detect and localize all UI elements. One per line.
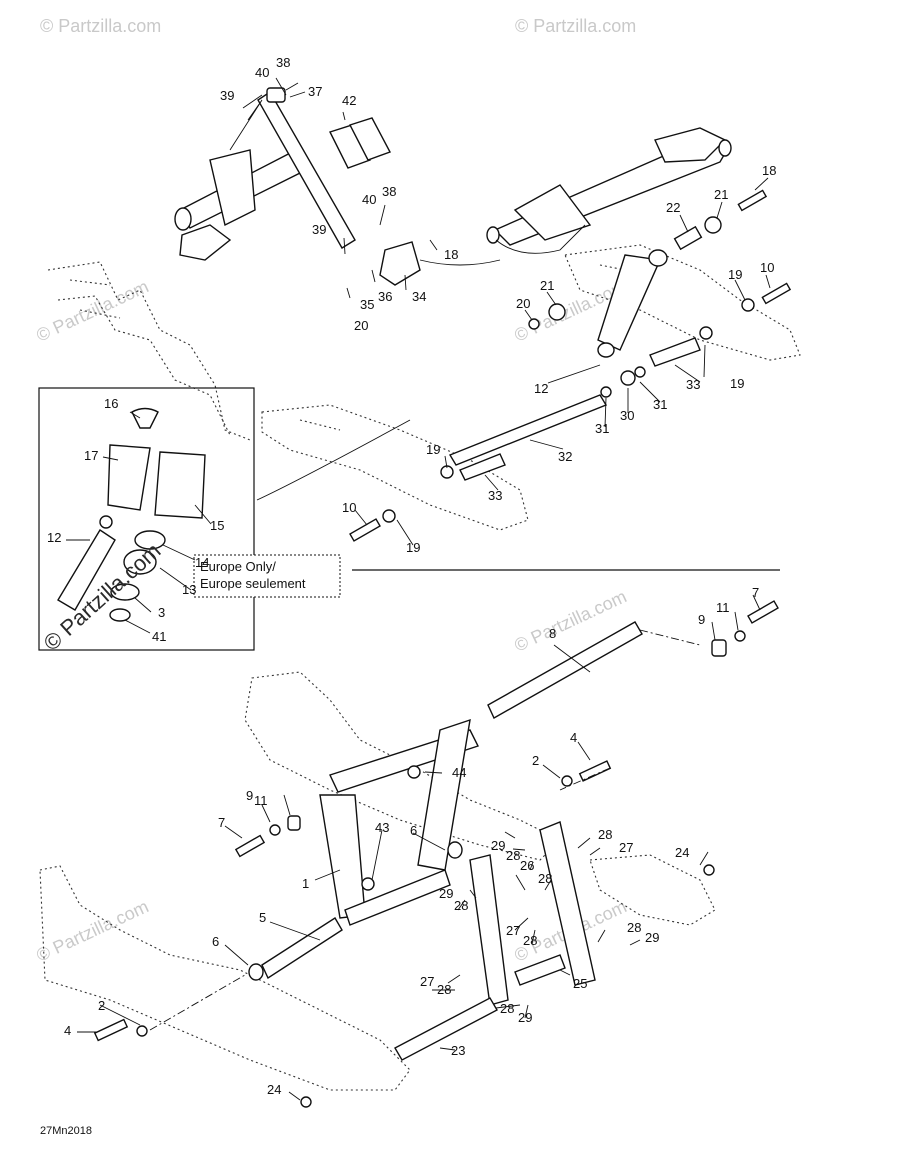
watermark-top-left: © Partzilla.com: [40, 16, 161, 36]
callout-20-left: 20: [354, 318, 368, 333]
callout-43: 43: [375, 820, 389, 835]
callout-16: 16: [104, 396, 118, 411]
callout-22: 22: [666, 200, 680, 215]
callout-1: 1: [302, 876, 309, 891]
callout-6-mid: 6: [410, 823, 417, 838]
lower-assembly: [93, 600, 779, 1108]
callout-28-h: 28: [500, 1001, 514, 1016]
callout-7-right: 7: [752, 585, 759, 600]
callout-18-mid: 18: [444, 247, 458, 262]
callout-29-d: 29: [518, 1010, 532, 1025]
callout-39-mid: 39: [312, 222, 326, 237]
callout-10-mid: 10: [342, 500, 356, 515]
callout-11-right: 11: [716, 600, 730, 615]
callout-19-mid: 19: [426, 442, 440, 457]
watermark-top-right: © Partzilla.com: [515, 16, 636, 36]
callout-30: 30: [620, 408, 634, 423]
callout-34: 34: [412, 289, 426, 304]
upper-frame: [47, 244, 801, 531]
callout-32: 32: [558, 449, 572, 464]
callout-24-right: 24: [675, 845, 689, 860]
callout-28-f: 28: [627, 920, 641, 935]
callout-28-c: 28: [538, 871, 552, 886]
lower-frame: [39, 671, 716, 1091]
callout-11-left: 11: [254, 793, 268, 808]
leader-lines: [66, 77, 771, 1101]
callout-5: 5: [259, 910, 266, 925]
front-arm-assembly: [174, 87, 356, 261]
callout-17: 17: [84, 448, 98, 463]
callout-9-right: 9: [698, 612, 705, 627]
rear-arm-assembly: [486, 127, 732, 246]
callout-23: 23: [451, 1043, 465, 1058]
callout-3: 3: [158, 605, 165, 620]
callout-19-low: 19: [406, 540, 420, 555]
callout-12-top: 12: [534, 381, 548, 396]
callout-9-left: 9: [246, 788, 253, 803]
callout-41: 41: [152, 629, 166, 644]
callout-36: 36: [378, 289, 392, 304]
sleeves-42: [329, 117, 391, 169]
inset-box: Europe Only/ Europe seulement © Partzill…: [38, 387, 341, 656]
callout-37: 37: [308, 84, 322, 99]
callout-28-g: 28: [437, 982, 451, 997]
callout-15: 15: [210, 518, 224, 533]
callout-29-a: 29: [491, 838, 505, 853]
callout-19-right: 19: [730, 376, 744, 391]
upper-right-hardware: [528, 189, 792, 330]
callout-18-right: 18: [762, 163, 776, 178]
callout-labels: 38 40 39 37 42 38 40 39 18 35 36 34 20 1…: [47, 55, 776, 1097]
callout-27-b: 27: [506, 923, 520, 938]
callout-20-right: 20: [516, 296, 530, 311]
callout-33-top: 33: [686, 377, 700, 392]
callout-35: 35: [360, 297, 374, 312]
callout-27-a: 27: [619, 840, 633, 855]
callout-21-top: 21: [714, 187, 728, 202]
callout-31-left: 31: [595, 421, 609, 436]
callout-38-mid: 38: [382, 184, 396, 199]
figure-code: 27Mn2018: [40, 1125, 92, 1137]
inset-note-line1: Europe Only/: [200, 559, 276, 574]
callout-6-left: 6: [212, 934, 219, 949]
callout-13: 13: [182, 582, 196, 597]
callout-40-mid: 40: [362, 192, 376, 207]
callout-10-top: 10: [760, 260, 774, 275]
rear-shock: [597, 249, 668, 358]
bracket-34: [379, 241, 421, 286]
callout-19-top: 19: [728, 267, 742, 282]
callout-24-left: 24: [267, 1082, 281, 1097]
watermark-bottom-left: © Partzilla.com: [33, 896, 151, 965]
callout-2-left: 2: [98, 998, 105, 1013]
callout-33-mid: 33: [488, 488, 502, 503]
callout-26: 26: [520, 858, 534, 873]
callout-12-inset: 12: [47, 530, 61, 545]
callout-29-c: 29: [645, 930, 659, 945]
callout-28-e: 28: [523, 933, 537, 948]
callout-4-left: 4: [64, 1023, 71, 1038]
callout-42: 42: [342, 93, 356, 108]
callout-38-top: 38: [276, 55, 290, 70]
callout-40-top: 40: [255, 65, 269, 80]
callout-28-b: 28: [598, 827, 612, 842]
callout-2-right: 2: [532, 753, 539, 768]
callout-28-a: 28: [506, 848, 520, 863]
callout-44: 44: [452, 765, 466, 780]
callout-21-mid: 21: [540, 278, 554, 293]
inset-note-line2: Europe seulement: [200, 576, 306, 591]
upper-shafts: [349, 326, 713, 542]
callout-27-c: 27: [420, 974, 434, 989]
callout-4-right: 4: [570, 730, 577, 745]
callout-39-top: 39: [220, 88, 234, 103]
callout-25: 25: [573, 976, 587, 991]
callout-14: 14: [195, 555, 209, 570]
callout-29-b: 29: [439, 886, 453, 901]
callout-31-right: 31: [653, 397, 667, 412]
callout-28-d: 28: [454, 898, 468, 913]
callout-7-left: 7: [218, 815, 225, 830]
callout-8: 8: [549, 626, 556, 641]
